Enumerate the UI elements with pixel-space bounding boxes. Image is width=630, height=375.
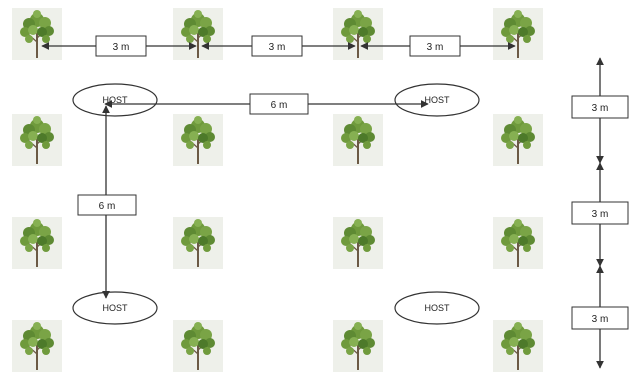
tree-icon	[173, 320, 223, 372]
right-side-dimensions: 3 m 3 m 3 m	[571, 57, 629, 369]
spacing-label-host-vertical: 6 m	[99, 201, 116, 212]
label-box	[251, 35, 303, 57]
host-label: HOST	[424, 95, 450, 105]
tree-icon	[333, 114, 383, 166]
tree-icon	[493, 320, 543, 372]
tree-icon	[493, 8, 543, 60]
top-row-dimensions: 3 m 3 m 3 m	[41, 35, 516, 57]
host-ellipse	[72, 291, 158, 325]
label-box	[77, 194, 137, 216]
host-dimensions: 6 m 6 m	[77, 93, 429, 299]
tree-icon	[493, 114, 543, 166]
host-label: HOST	[424, 303, 450, 313]
spacing-label-top-1: 3 m	[113, 42, 130, 53]
label-box	[249, 93, 309, 115]
host-ellipse	[72, 83, 158, 117]
label-box	[571, 306, 629, 330]
tree-icon	[12, 217, 62, 269]
spacing-label-top-2: 3 m	[269, 42, 286, 53]
tree-icon	[12, 320, 62, 372]
tree-icon	[12, 8, 62, 60]
tree-icon	[493, 217, 543, 269]
spacing-label-top-3: 3 m	[427, 42, 444, 53]
tree-icon	[12, 114, 62, 166]
host-label: HOST	[102, 95, 128, 105]
tree-icon	[333, 217, 383, 269]
host-ellipse	[394, 83, 480, 117]
label-box	[571, 95, 629, 119]
host-ellipse	[394, 291, 480, 325]
label-box	[409, 35, 461, 57]
label-box	[95, 35, 147, 57]
host-label: HOST	[102, 303, 128, 313]
tree-icon	[173, 217, 223, 269]
tree-icon	[333, 8, 383, 60]
spacing-label-right-3: 3 m	[592, 314, 609, 325]
spacing-label-right-2: 3 m	[592, 209, 609, 220]
label-box	[571, 201, 629, 225]
tree-icon	[333, 320, 383, 372]
tree-icon	[173, 8, 223, 60]
host-markers: HOST HOST HOST HOST	[72, 83, 480, 325]
spacing-label-right-1: 3 m	[592, 103, 609, 114]
spacing-label-host-horizontal: 6 m	[271, 100, 288, 111]
tree-icon	[173, 114, 223, 166]
